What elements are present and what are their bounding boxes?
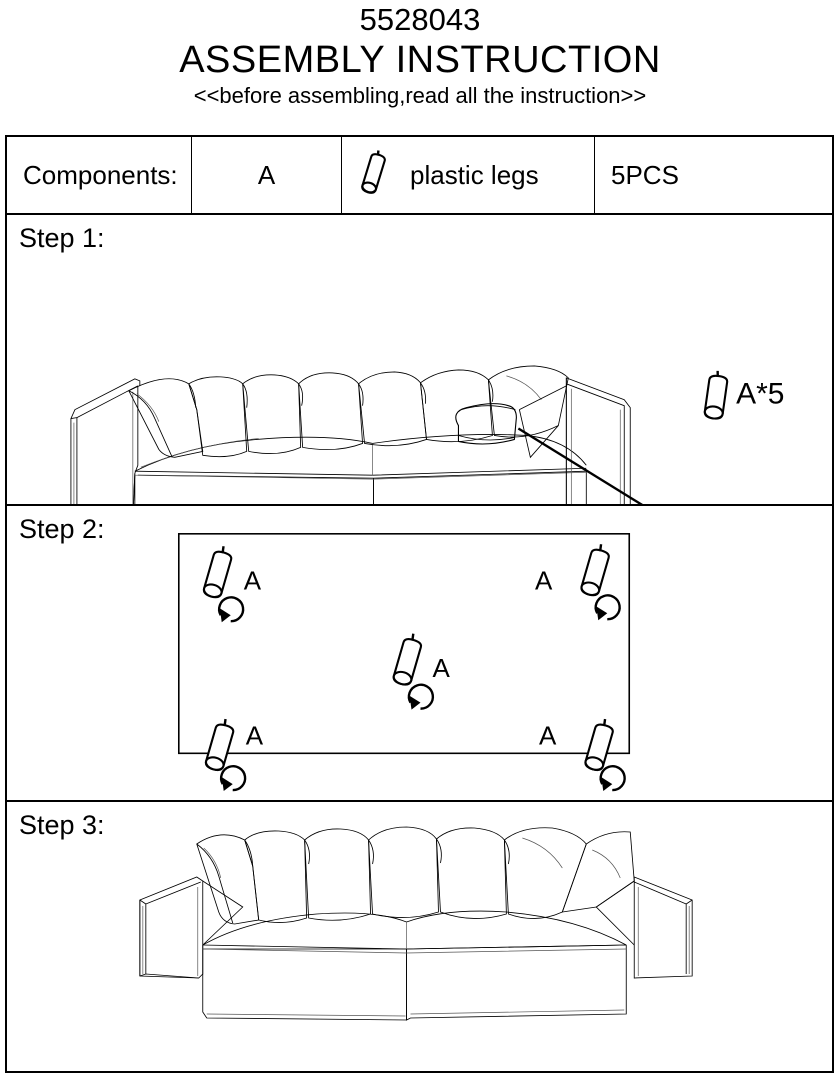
- components-label-cell: Components:: [7, 137, 192, 213]
- leg-label-bottom-left: A: [246, 722, 264, 750]
- leg-center: A: [392, 633, 451, 710]
- document-subtitle: <<before assembling,read all the instruc…: [193, 83, 647, 108]
- step-1-callout-label: A*5: [736, 378, 784, 411]
- step-1-label: Step 1:: [19, 223, 105, 253]
- leg-label-center: A: [432, 655, 450, 683]
- components-qty-cell: 5PCS: [595, 137, 832, 213]
- leg-label-top-left: A: [244, 567, 262, 595]
- plastic-leg-icon: [352, 148, 394, 202]
- components-part-cell: plastic legs: [342, 137, 595, 213]
- leg-top-right: A: [535, 544, 621, 621]
- step-2-label: Step 2:: [19, 514, 105, 544]
- leg-top-left: A: [202, 546, 262, 623]
- leg-label-top-right: A: [535, 567, 553, 595]
- leg-bottom-left: A: [204, 718, 264, 792]
- step-2-section: Step 2: A: [7, 506, 832, 802]
- components-code-cell: A: [192, 137, 342, 213]
- document-title: ASSEMBLY INSTRUCTION: [179, 39, 661, 81]
- document-code: 5528043: [359, 2, 481, 37]
- callout-leg-icon: [703, 370, 729, 420]
- components-quantity: 5PCS: [611, 159, 679, 190]
- components-part-code: A: [257, 159, 276, 190]
- step-1-section: Step 1:: [7, 215, 832, 506]
- step-1-illustration: A*5: [7, 215, 832, 504]
- sofa-side-drawing: [70, 365, 643, 504]
- step-3-section: Step 3:: [7, 802, 832, 1073]
- components-row: Components: A plastic legs: [7, 137, 832, 215]
- components-part-name: plastic legs: [410, 159, 539, 190]
- step-3-illustration: [7, 802, 832, 1073]
- instruction-table: Components: A plastic legs: [5, 135, 834, 1073]
- document-header: 5528043 ASSEMBLY INSTRUCTION <<before as…: [0, 0, 840, 128]
- sofa-base-outline: [177, 533, 631, 755]
- leg-label-bottom-right: A: [539, 722, 557, 750]
- components-label: Components:: [23, 159, 178, 190]
- step-3-label: Step 3:: [19, 810, 105, 840]
- step-2-illustration: A A: [7, 506, 832, 800]
- leg-bottom-right: A: [539, 718, 626, 792]
- assembled-sofa-drawing: [139, 826, 693, 1021]
